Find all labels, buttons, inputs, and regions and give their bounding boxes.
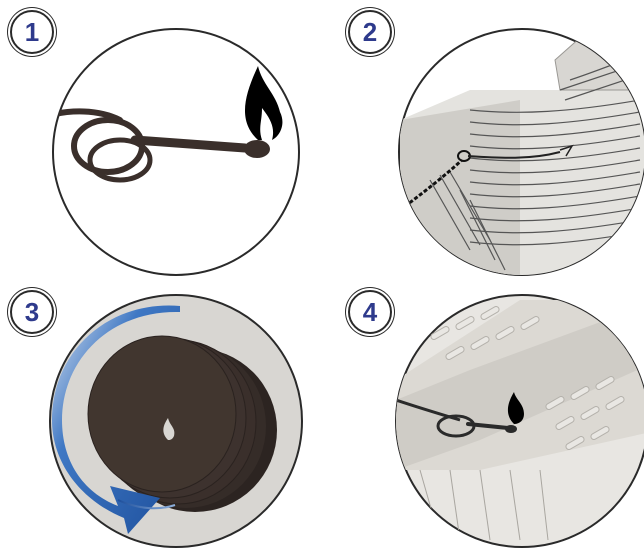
step-2-panel <box>399 20 644 290</box>
step-4-panel <box>396 295 644 547</box>
step-2-badge: 2 <box>348 10 392 54</box>
step-4-badge: 4 <box>348 290 392 334</box>
step-3-panel <box>50 295 302 547</box>
step-number: 2 <box>363 19 377 45</box>
step-3-badge: 3 <box>10 290 54 334</box>
step-number: 3 <box>25 299 39 325</box>
step-1-badge: 1 <box>10 10 54 54</box>
step-number: 1 <box>25 19 39 45</box>
step-number: 4 <box>363 299 377 325</box>
step-1-panel <box>40 29 299 275</box>
